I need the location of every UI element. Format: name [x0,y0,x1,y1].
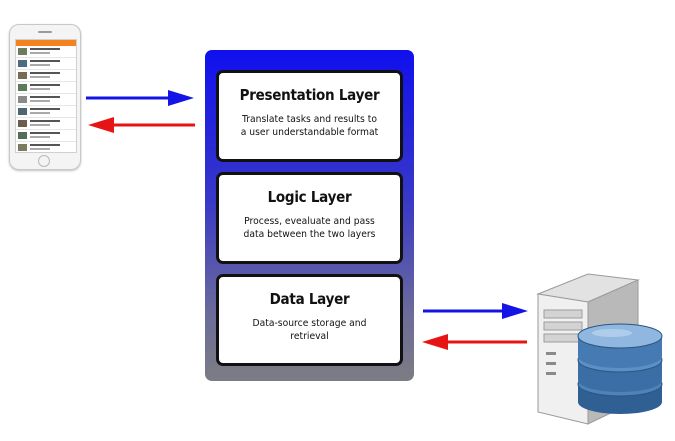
client-request-arrow [86,90,194,106]
presentation-layer-title: Presentation Layer [239,86,380,104]
data-layer-description-line: Data-source storage and retrieval [252,318,367,342]
logic-layer-description-line: Process, evealuate and pass [244,216,375,227]
data-layer-description: Data-source storage and retrieval [226,317,393,343]
presentation-layer-box: Presentation Layer Translate tasks and r… [216,70,403,162]
presentation-layer-description: Translate tasks and results to a user un… [226,113,393,139]
database-icon [577,323,663,414]
logic-layer-description: Process, evealuate and pass data between… [226,215,393,241]
data-layer-box: Data Layer Data-source storage and retri… [216,274,403,366]
logic-layer-box: Logic Layer Process, evealuate and pass … [216,172,403,264]
server-tower-icon [536,273,663,425]
server-request-arrow [423,303,528,319]
server-response-arrow [422,334,527,350]
logic-layer-title: Logic Layer [267,188,352,206]
smartphone-icon [9,24,81,170]
logic-layer-description-line: data between the two layers [243,229,376,240]
client-response-arrow [88,117,195,133]
data-layer-title: Data Layer [269,290,350,308]
presentation-layer-description-line: Translate tasks and results to [241,114,377,125]
presentation-layer-description-line: a user understandable format [240,127,379,138]
layer-stack: Presentation Layer Translate tasks and r… [205,50,414,381]
